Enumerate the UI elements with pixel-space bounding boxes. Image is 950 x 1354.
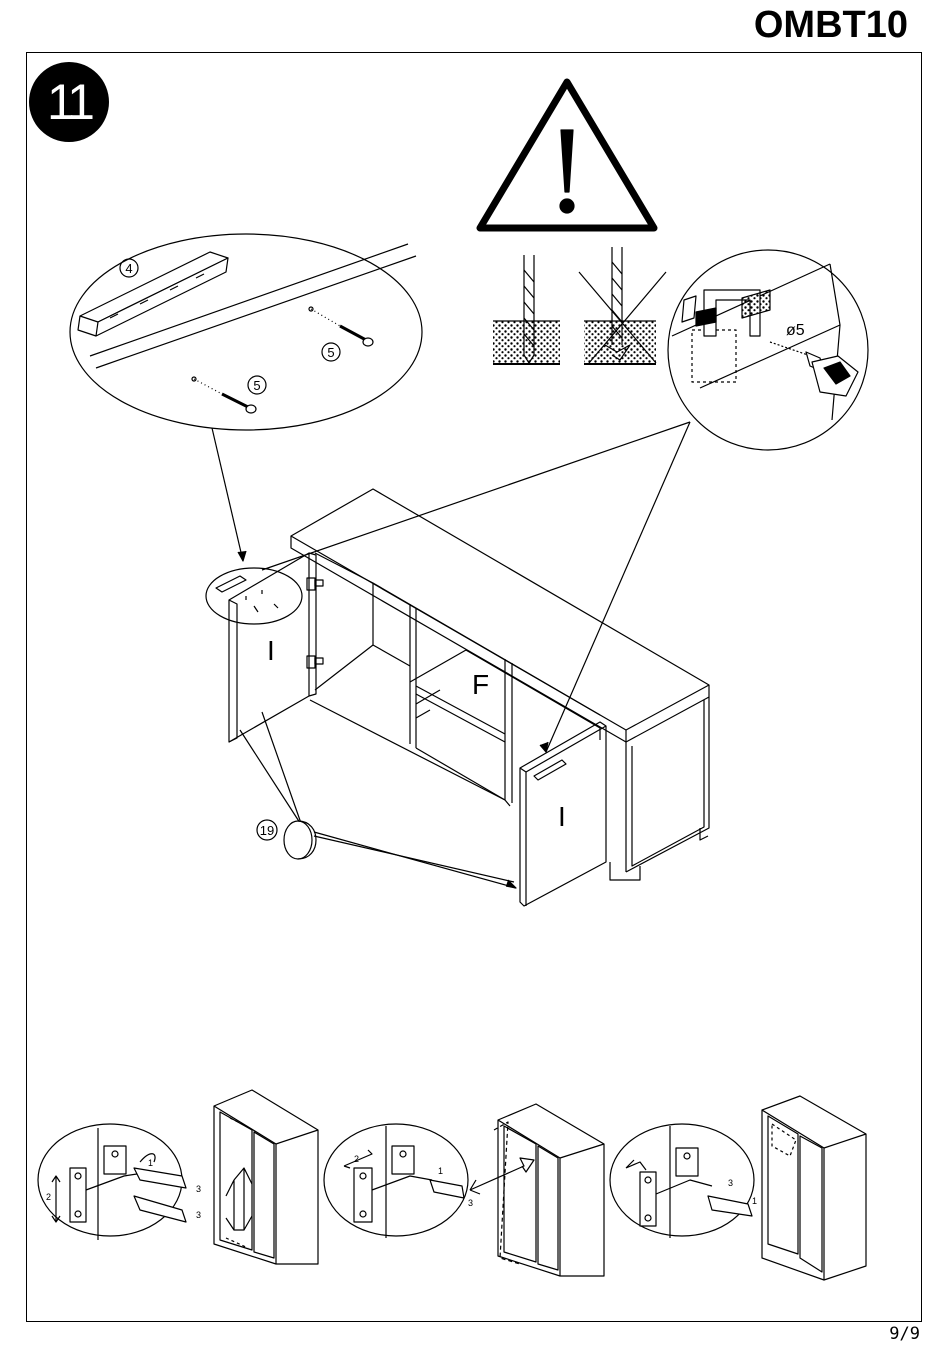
screw-part-number: 5 [327, 345, 334, 360]
door-label-right: I [558, 801, 566, 832]
hinge-adjust-vertical [38, 1124, 186, 1240]
page-number: 9/9 [889, 1324, 920, 1344]
knob-part-number: 19 [260, 823, 274, 838]
door-label-left: I [267, 635, 275, 666]
handle-detail-callout [70, 234, 422, 430]
screw-1-label-c: 1 [752, 1196, 757, 1206]
handle-position-callout [206, 568, 302, 624]
drill-diameter-label: ø5 [786, 322, 805, 339]
direction-2-label: 2 [46, 1192, 51, 1202]
screw-part-number-2: 5 [253, 378, 260, 393]
direction-2-label-b: 2 [354, 1154, 359, 1164]
drill-bit-icon [493, 255, 560, 364]
wardrobe-depth [762, 1096, 866, 1280]
screw-3-label-b: 3 [196, 1210, 201, 1220]
screw-3-label-d: 3 [728, 1178, 733, 1188]
hinge-adjust-horizontal [324, 1124, 468, 1238]
adjust-arrow [470, 1158, 534, 1194]
screw-1-label-b: 1 [438, 1166, 443, 1176]
shelf-label: F [472, 669, 489, 700]
screw-3-label-c: 3 [468, 1198, 473, 1208]
wardrobe-horizontal [494, 1104, 604, 1276]
warning-triangle-icon [480, 82, 654, 228]
drilling-detail-callout [668, 250, 868, 450]
wardrobe-vertical [214, 1090, 318, 1264]
screw-3-label: 3 [196, 1184, 201, 1194]
knob-icon [284, 821, 316, 859]
handle-part-number: 4 [125, 261, 132, 276]
screw-1-label: 1 [148, 1158, 153, 1168]
drill-bit-crossed-icon [579, 247, 666, 364]
